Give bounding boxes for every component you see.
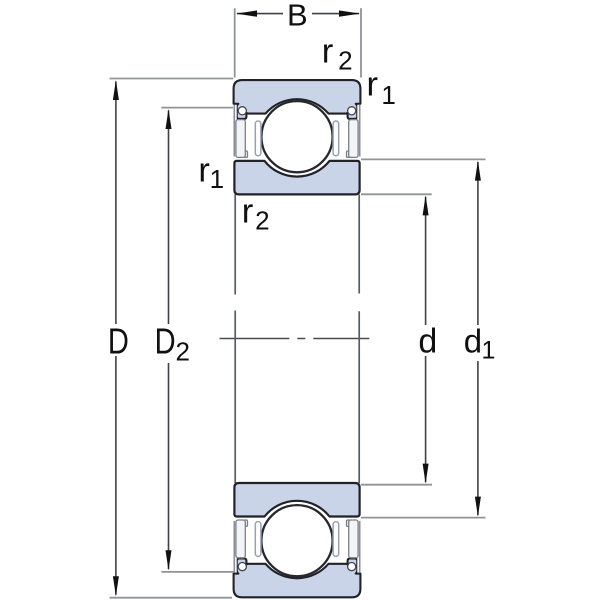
svg-text:1: 1 <box>482 336 496 364</box>
svg-text:2: 2 <box>255 206 269 236</box>
svg-text:r: r <box>242 192 254 230</box>
svg-text:r: r <box>367 65 379 103</box>
svg-text:2: 2 <box>176 336 190 366</box>
svg-text:r: r <box>322 33 334 71</box>
svg-text:2: 2 <box>338 45 352 75</box>
svg-text:1: 1 <box>210 164 224 194</box>
svg-text:d: d <box>464 322 482 359</box>
svg-text:B: B <box>287 0 308 32</box>
svg-text:D: D <box>155 320 176 361</box>
svg-text:D: D <box>108 320 129 361</box>
svg-text:r: r <box>198 151 210 189</box>
svg-text:1: 1 <box>381 80 395 110</box>
svg-text:d: d <box>418 322 437 360</box>
